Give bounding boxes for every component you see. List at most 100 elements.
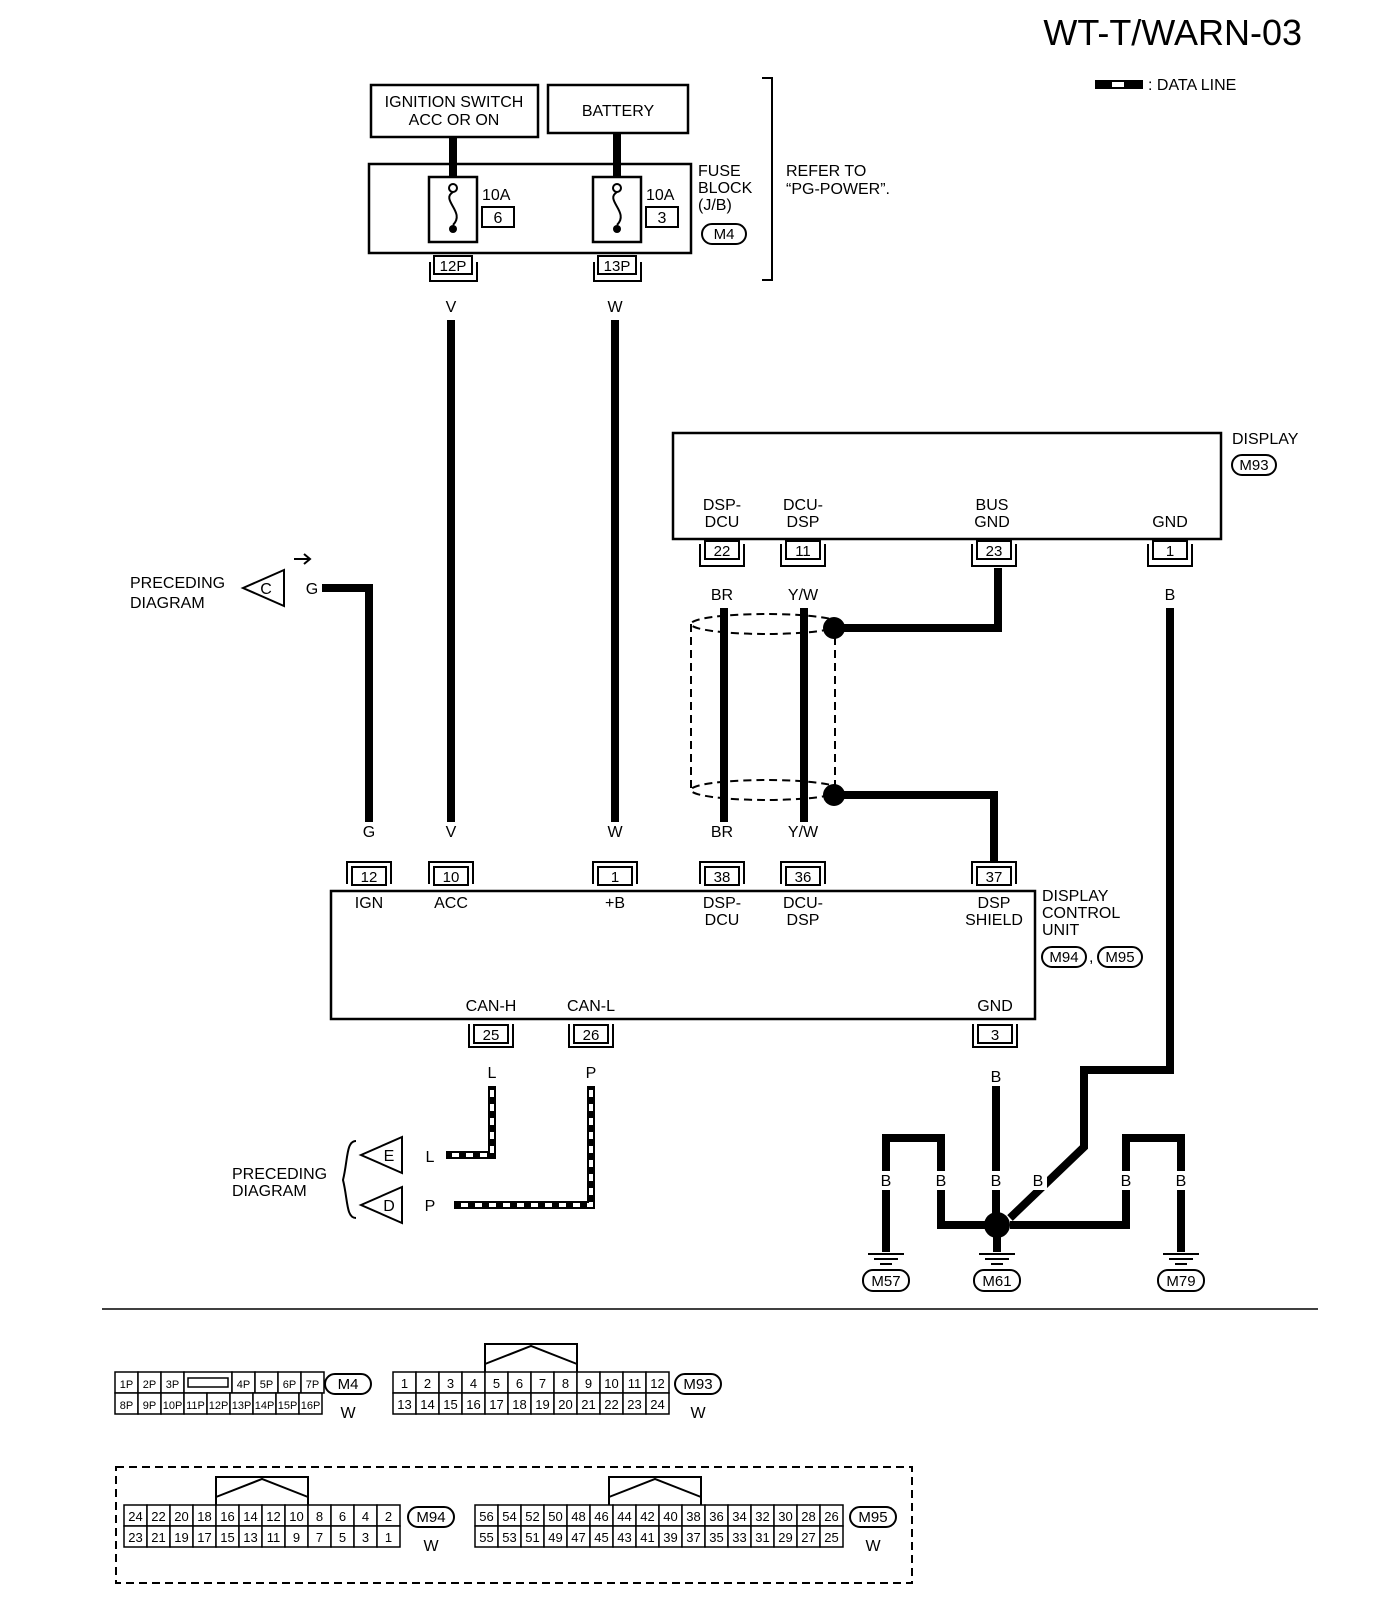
wire-color-label: W <box>607 824 623 841</box>
wire-gnd-m57-loop <box>882 1134 985 1252</box>
wire-color-yw-top: Y/W <box>788 587 819 604</box>
display-pin-label-dsp-dcu: DSP-DCU <box>703 497 741 531</box>
cavity-number: 17 <box>489 1397 503 1412</box>
connector-tag <box>674 1373 722 1395</box>
connector-tag <box>849 1506 897 1528</box>
cavity-number: 51 <box>525 1530 539 1545</box>
svg-text:25: 25 <box>483 1027 500 1044</box>
can-l-data-line <box>454 1086 595 1209</box>
svg-text:3: 3 <box>991 1027 999 1044</box>
cavity-number: 12P <box>209 1400 229 1412</box>
cavity-number: 36 <box>709 1509 723 1524</box>
cavity-number: 55 <box>479 1530 493 1545</box>
cavity-number: 1 <box>401 1376 408 1391</box>
connector-name: M93 <box>683 1376 712 1393</box>
dcu-pin-3: 3 <box>972 1024 1018 1048</box>
cavity-number: 32 <box>755 1509 769 1524</box>
cavity-number: 54 <box>502 1509 516 1524</box>
svg-text:M95: M95 <box>1105 949 1134 966</box>
wire-dsp-shield <box>840 791 998 862</box>
cavity-number: 15P <box>278 1400 298 1412</box>
cavity-number: 43 <box>617 1530 631 1545</box>
cavity-number: 4 <box>362 1509 369 1524</box>
cavity-number: 56 <box>479 1509 493 1524</box>
ground-tag-m79 <box>1157 1269 1205 1292</box>
pin-label: +B <box>605 895 625 912</box>
dcu-pin-25: 25 <box>468 1024 514 1048</box>
cavity-number: 44 <box>617 1509 631 1524</box>
svg-text:,: , <box>1089 949 1093 966</box>
cavity-number: 18 <box>197 1509 211 1524</box>
dcu-connector-tag-2 <box>1097 946 1143 968</box>
cavity-number: 11 <box>267 1530 281 1545</box>
cavity-number: 4 <box>470 1376 477 1391</box>
wire-color-p-bottom: P <box>586 1065 597 1082</box>
display-label: DISPLAY <box>1232 431 1299 448</box>
svg-text:23: 23 <box>986 543 1003 560</box>
connector-color: W <box>340 1405 356 1422</box>
cavity-number: 1 <box>385 1530 392 1545</box>
fuse-block-connector-tag <box>701 223 747 245</box>
wire-color-label: G <box>363 824 375 841</box>
wire-color-label: V <box>446 824 457 841</box>
refer-note: REFER TO“PG-POWER”. <box>786 163 890 198</box>
cavity-number: 25 <box>824 1530 838 1545</box>
cavity-number: 49 <box>548 1530 562 1545</box>
data-line-legend: : DATA LINE <box>1095 77 1236 94</box>
ground-wire-color: B <box>936 1173 947 1190</box>
wire-ign-g <box>322 584 373 822</box>
connector-c-arrow <box>240 568 285 608</box>
cavity-number: 31 <box>755 1530 769 1545</box>
cavity-number: 16 <box>220 1509 234 1524</box>
cavity-number: 39 <box>663 1530 677 1545</box>
cavity-number: 14 <box>420 1397 434 1412</box>
fuse-pin-1: 12P <box>440 258 467 275</box>
cavity-number: 16P <box>301 1400 321 1412</box>
fuse-1-number: 6 <box>494 210 503 227</box>
cavity-number: 30 <box>778 1509 792 1524</box>
display-box <box>671 431 1223 541</box>
cavity-number: 11P <box>186 1400 205 1412</box>
connector-cell <box>376 1525 401 1548</box>
connector-cell <box>819 1525 844 1548</box>
cavity-number: 5 <box>493 1376 500 1391</box>
connector-cell <box>298 1392 323 1415</box>
cavity-number: 14 <box>243 1509 257 1524</box>
connector-color: W <box>865 1538 881 1555</box>
connector-d-ref: D <box>383 1198 395 1215</box>
cavity-number: 3 <box>362 1530 369 1545</box>
cavity-number: 53 <box>502 1530 516 1545</box>
pin-label: ACC <box>434 895 468 912</box>
wire-color-label: Y/W <box>788 824 819 841</box>
wire-color-l-left: L <box>426 1149 435 1166</box>
connector-color: W <box>690 1405 706 1422</box>
cavity-number: 23 <box>627 1397 641 1412</box>
cavity-number: 40 <box>663 1509 677 1524</box>
connector-e-ref: E <box>384 1148 395 1165</box>
wire-color-label: BR <box>711 824 733 841</box>
diagram-code: WT-T/WARN-03 <box>1043 12 1302 53</box>
fuse-2-number: 3 <box>658 210 667 227</box>
cavity-number: 37 <box>686 1530 700 1545</box>
shield-outline <box>690 613 842 801</box>
svg-text:M4: M4 <box>714 226 735 243</box>
fuse-block-box <box>367 162 693 255</box>
display-pin-label-gnd: GND <box>1152 514 1188 531</box>
cavity-number: 3P <box>166 1379 179 1391</box>
preceding-brace <box>341 1140 357 1219</box>
connector-d-arrow <box>358 1185 403 1225</box>
dcu-top-pins: G12IGNV10ACCW1+BBR38DSP-DCUY/W36DCU-DSP3… <box>346 824 1023 929</box>
cavity-number: 34 <box>732 1509 746 1524</box>
display-pin-1: 1 <box>1147 540 1193 567</box>
cavity-number: 1P <box>120 1379 133 1391</box>
connector-c-ref: C <box>260 581 272 598</box>
pin-number: 1 <box>611 869 619 886</box>
ground-symbol-m79 <box>1163 1253 1199 1265</box>
